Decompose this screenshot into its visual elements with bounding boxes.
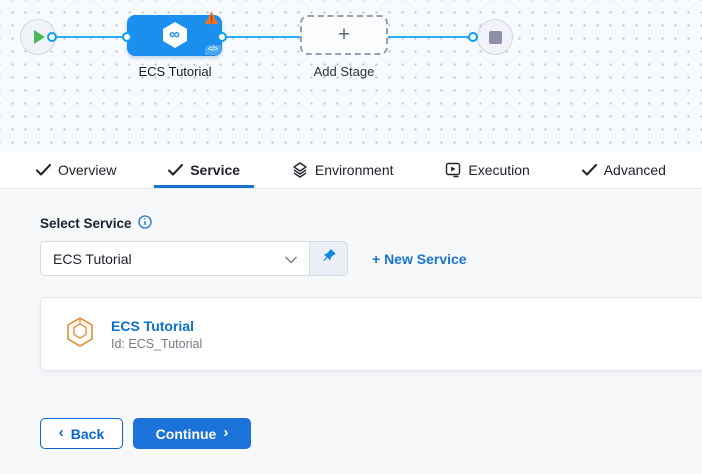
service-card[interactable]: ECS Tutorial Id: ECS_Tutorial xyxy=(40,297,702,371)
tab-service[interactable]: Service xyxy=(154,151,255,188)
check-icon xyxy=(168,163,184,176)
tab-execution-label: Execution xyxy=(468,161,530,178)
add-stage-button[interactable]: + xyxy=(300,15,388,55)
pipeline-canvas: ∞ </> ECS Tutorial + Add Stage xyxy=(0,0,702,151)
tab-environment[interactable]: Environment xyxy=(278,151,408,188)
tab-service-label: Service xyxy=(190,161,241,178)
tab-advanced[interactable]: Advanced xyxy=(568,151,680,188)
chevron-right-icon: › xyxy=(223,424,229,441)
info-icon[interactable] xyxy=(137,215,152,232)
chevron-left-icon: ‹ xyxy=(58,424,64,441)
layers-icon xyxy=(292,161,308,178)
new-service-link[interactable]: + New Service xyxy=(372,250,467,267)
port-stage-in[interactable] xyxy=(122,32,132,42)
port-stage-out[interactable] xyxy=(217,32,227,42)
service-card-text: ECS Tutorial Id: ECS_Tutorial xyxy=(111,318,202,351)
tab-execution[interactable]: Execution xyxy=(431,151,543,188)
service-hexagon-icon xyxy=(65,316,95,353)
wizard-footer: ‹ Back Continue › xyxy=(40,418,251,449)
select-service-row: ECS Tutorial + New Service xyxy=(40,241,702,276)
chevron-down-icon xyxy=(285,251,297,267)
check-icon xyxy=(581,163,597,176)
continue-button-label: Continue xyxy=(155,425,217,442)
continue-button[interactable]: Continue › xyxy=(133,418,251,449)
pin-button[interactable] xyxy=(310,241,348,276)
service-card-title[interactable]: ECS Tutorial xyxy=(111,317,194,334)
stage-node-label: ECS Tutorial xyxy=(138,64,212,79)
code-view-icon[interactable]: </> xyxy=(204,45,221,55)
warning-icon[interactable] xyxy=(204,11,219,25)
back-button[interactable]: ‹ Back xyxy=(40,418,123,449)
pin-icon xyxy=(321,248,337,269)
play-icon xyxy=(34,30,45,44)
tab-overview[interactable]: Overview xyxy=(22,151,130,188)
service-select-dropdown[interactable]: ECS Tutorial xyxy=(40,241,310,276)
tab-environment-label: Environment xyxy=(314,161,394,178)
add-stage-label: Add Stage xyxy=(313,64,375,79)
stop-icon xyxy=(488,30,502,44)
stage-tabbar: Overview Service Environment Execution xyxy=(0,151,702,189)
tab-advanced-label: Advanced xyxy=(603,161,666,178)
infinity-glyph: ∞ xyxy=(169,26,180,43)
execution-icon xyxy=(445,162,461,178)
select-service-label: Select Service xyxy=(40,215,702,232)
pipeline-connector-line xyxy=(52,36,473,38)
service-card-id: Id: ECS_Tutorial xyxy=(111,336,203,351)
pipeline-end-node[interactable] xyxy=(477,19,513,55)
cd-stage-icon: ∞ xyxy=(160,21,190,51)
port-end-in[interactable] xyxy=(468,32,478,42)
select-service-label-text: Select Service xyxy=(40,216,132,231)
service-select-value: ECS Tutorial xyxy=(53,250,132,267)
check-icon xyxy=(36,163,51,176)
stage-node-ecs-tutorial[interactable]: ∞ </> xyxy=(127,11,222,56)
tab-overview-label: Overview xyxy=(58,161,117,178)
back-button-label: Back xyxy=(70,425,105,442)
plus-icon: + xyxy=(337,23,351,46)
port-start-out[interactable] xyxy=(47,32,57,42)
service-tab-panel: Select Service ECS Tutorial + New Servic… xyxy=(0,189,702,474)
